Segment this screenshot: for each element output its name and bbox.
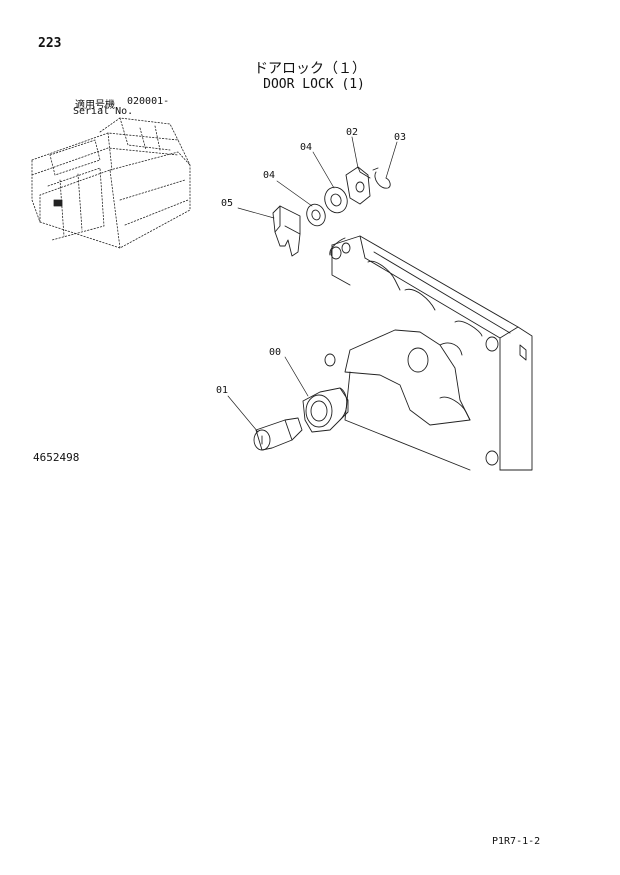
washer-part-04-a bbox=[306, 203, 326, 227]
washer-part-04-b bbox=[324, 186, 348, 214]
callout-01: 01 bbox=[216, 385, 228, 396]
callout-04-upper: 04 bbox=[300, 142, 312, 153]
pin-part-01 bbox=[253, 417, 303, 451]
serial-range: 020001- bbox=[127, 96, 170, 107]
page-number: 223 bbox=[38, 36, 62, 51]
callout-02: 02 bbox=[346, 127, 358, 138]
callout-04-lower: 04 bbox=[263, 170, 275, 181]
callout-05: 05 bbox=[221, 198, 233, 209]
excavator-thumbnail bbox=[31, 117, 191, 249]
lever-part-02 bbox=[345, 166, 371, 205]
bushing-part-00 bbox=[302, 387, 349, 433]
leader-lines bbox=[227, 136, 398, 433]
page-title-japanese: ドアロック（１） bbox=[254, 61, 366, 77]
serial-label-japanese: 適用号機 bbox=[75, 100, 115, 111]
clip-part-03 bbox=[372, 167, 391, 189]
latch-part-05 bbox=[272, 205, 301, 257]
callout-03: 03 bbox=[394, 132, 406, 143]
drawing-number: 4652498 bbox=[33, 451, 80, 464]
serial-label-english: Serial No. bbox=[73, 106, 134, 117]
callout-00: 00 bbox=[269, 347, 281, 358]
lock-plate-assembly bbox=[324, 235, 533, 471]
page-title-english: DOOR LOCK (1) bbox=[263, 77, 365, 92]
page-code: P1R7-1-2 bbox=[492, 836, 541, 847]
